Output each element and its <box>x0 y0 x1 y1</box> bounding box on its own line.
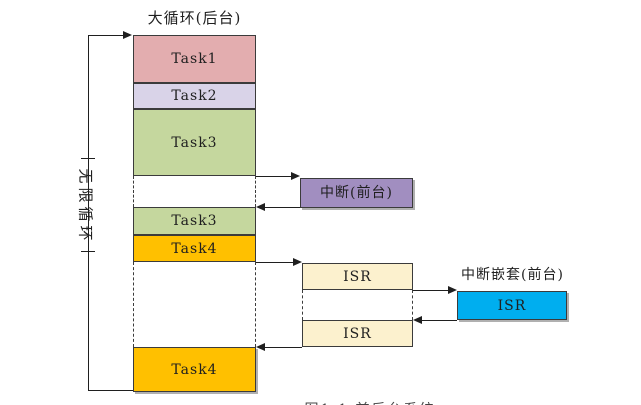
isr-preempt-gap <box>302 290 413 320</box>
arrow-isr-return <box>264 347 302 348</box>
caption-partial: 图1-1 前后台系统 <box>240 399 500 405</box>
loop-label-top-tick <box>81 158 95 159</box>
arrow-task3-to-interrupt <box>256 176 292 177</box>
loop-top-line <box>88 35 124 36</box>
arrowhead-right-icon <box>123 31 132 39</box>
task3-label: Task3 <box>171 134 218 151</box>
task4-resume-box: Task4 <box>133 347 256 392</box>
interrupt-box: 中断(前台) <box>300 178 413 208</box>
task1-box: Task1 <box>133 35 256 83</box>
arrowhead-left-icon <box>256 203 265 211</box>
arrow-isr-to-nested <box>413 290 449 291</box>
interrupt-label: 中断(前台) <box>320 185 393 201</box>
task3-resume-label: Task3 <box>171 213 218 229</box>
nested-interrupt-title: 中断嵌套(前台) <box>461 267 564 283</box>
task3-resume-box: Task3 <box>133 207 256 235</box>
task3-box: Task3 <box>133 109 256 176</box>
arrowhead-left-icon <box>256 343 265 351</box>
task4-label: Task4 <box>171 240 218 257</box>
arrowhead-right-icon <box>291 172 300 180</box>
infinite-loop-label: 无限循环 <box>76 168 95 245</box>
isr-box-2: ISR <box>302 320 413 347</box>
column-preempt-gap-2 <box>133 262 256 347</box>
arrow-task4-to-isr <box>256 262 294 263</box>
arrow-interrupt-return <box>264 207 300 208</box>
arrowhead-left-icon <box>413 316 422 324</box>
background-loop-title: 大循环(后台) <box>147 9 242 27</box>
arrowhead-right-icon <box>293 258 302 266</box>
task4-box: Task4 <box>133 235 256 262</box>
isr1-label: ISR <box>343 268 372 285</box>
nested-isr-label: ISR <box>497 297 527 314</box>
task2-label: Task2 <box>171 88 218 104</box>
arrowhead-right-icon <box>448 286 457 294</box>
column-preempt-gap-1 <box>133 176 256 207</box>
isr-box-1: ISR <box>302 263 413 290</box>
arrow-nested-return <box>421 320 457 321</box>
isr2-label: ISR <box>343 325 372 342</box>
task2-box: Task2 <box>133 83 256 109</box>
loop-label-bottom-tick <box>81 251 95 252</box>
nested-isr-box: ISR <box>457 291 567 320</box>
loop-vertical-line <box>88 35 89 390</box>
task1-label: Task1 <box>171 51 218 67</box>
task4-resume-label: Task4 <box>171 361 218 378</box>
loop-bottom-line <box>88 390 133 391</box>
